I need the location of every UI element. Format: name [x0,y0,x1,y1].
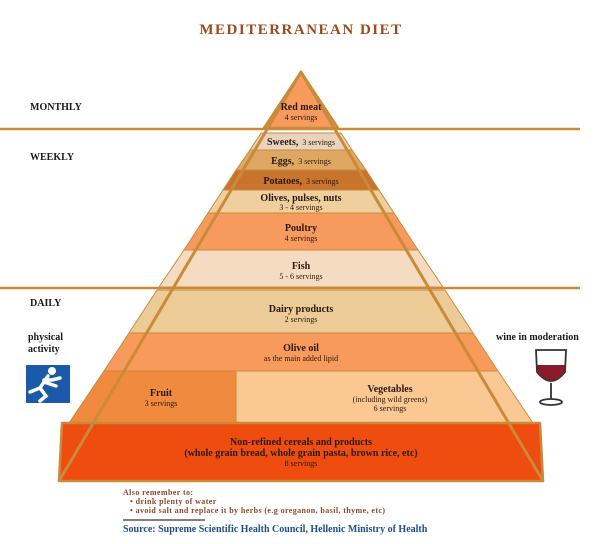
wine-glass-icon [535,349,567,406]
potatoes-name: Potatoes, [263,176,302,187]
olive-oil-note: as the main added lipid [264,354,338,363]
vegetables-note: (including wild greens) [353,395,428,404]
pyramid-outline [57,70,545,482]
source-text: Source: Supreme Scientific Health Counci… [123,524,428,535]
remember-bullet-2: • avoid salt and replace it by herbs (e.… [130,506,385,515]
fruit-servings: 3 servings [145,399,178,408]
fruit-name: Fruit [150,388,173,399]
fish-servings: 5 - 6 servings [279,272,322,281]
poultry-servings: 4 servings [285,234,318,243]
poultry-name: Poultry [285,223,317,234]
remember-bullet-1: • drink plenty of water [130,497,217,506]
sweets-servings: 3 servings [302,138,335,147]
dairy-servings: 2 servings [285,315,318,324]
olives-name: Olives, pulses, nuts [260,193,341,204]
potatoes-label: Potatoes, 3 servings [263,171,338,188]
dairy-name: Dairy products [269,304,334,315]
cereals-note: (whole grain bread, whole grain pasta, b… [184,448,417,459]
physical-activity-label-line2: activity [28,344,60,355]
remember-heading: Also remember to: [123,488,193,497]
label-weekly: WEEKLY [30,152,75,163]
red-meat-name: Red meat [281,102,322,113]
eggs-name: Eggs, [271,156,295,167]
tier-red-meat [262,70,340,130]
runner-icon [26,365,70,403]
cereals-name: Non-refined cereals and products [230,437,372,448]
diagram-title: MEDITERRANEAN DIET [199,22,402,38]
fish-name: Fish [292,261,311,272]
vegetables-servings: 6 servings [374,404,407,413]
remember-item-2: avoid salt and replace it by herbs (e.g … [136,506,386,515]
red-meat-servings: 4 servings [285,113,318,122]
potatoes-servings: 3 servings [306,177,339,186]
sweets-name: Sweets, [267,137,299,148]
olives-servings: 3 - 4 servings [279,203,322,212]
eggs-servings: 3 servings [298,157,331,166]
label-daily: DAILY [30,298,62,309]
label-monthly: MONTHLY [30,102,83,113]
olive-oil-name: Olive oil [283,343,319,354]
tier-fish [158,249,444,288]
physical-activity-label-line1: physical [28,332,63,343]
eggs-label: Eggs, 3 servings [271,151,331,168]
sweets-label: Sweets, 3 servings [267,132,335,149]
wine-label: wine in moderation [496,332,579,343]
cereals-servings: 8 servings [285,459,318,468]
vegetables-name: Vegetables [367,384,412,395]
remember-item-1: drink plenty of water [136,497,217,506]
